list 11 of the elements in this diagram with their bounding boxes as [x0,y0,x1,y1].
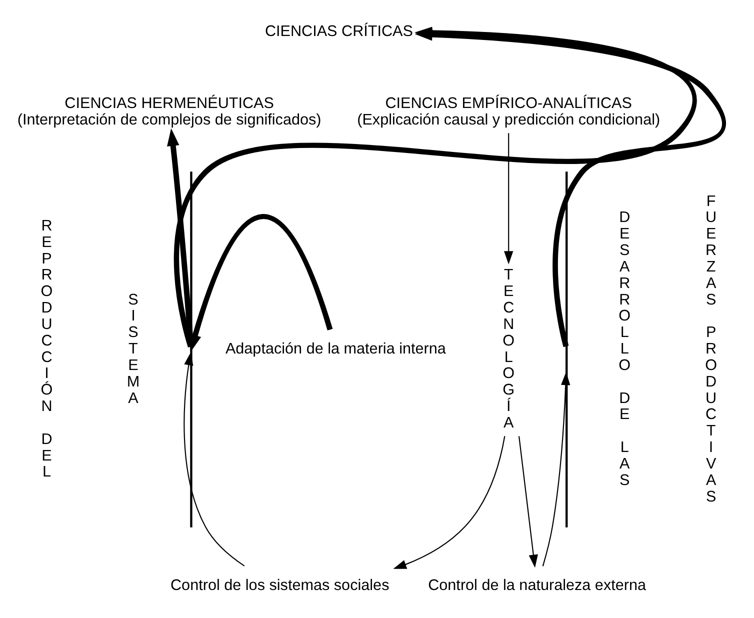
node-text: TECNOLOGÍA [502,266,515,432]
node-text: CIENCIAS CRÍTICAS [264,23,413,40]
node-text: DESARROLLO DE LAS [618,209,631,489]
node-text: Adaptación de la materia interna [225,340,446,358]
node-text: FUERZAS PRODUCTIVAS [705,192,718,506]
node-text: SISTEMA [126,291,140,407]
node-text: REPRODUCCIÓN DEL [40,217,53,481]
node-text: CIENCIAS EMPÍRICO-ANALÍTICAS (Explicación causal y predicción condicional) [357,94,660,128]
node-text: Control de la naturaleza externa [428,576,646,594]
node-text: CIENCIAS HERMENÉUTICAS (Interpretación de complejos de significados) [17,94,322,128]
node-text: Control de los sistemas sociales [170,576,390,594]
